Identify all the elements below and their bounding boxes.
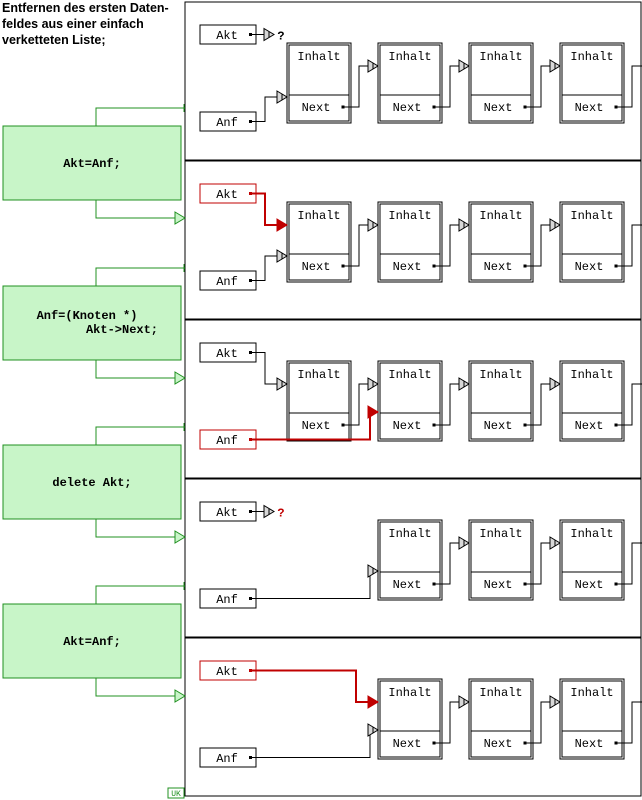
uk-badge-label: UK [171, 790, 181, 799]
flow-connector-out [95, 200, 178, 219]
next-label: Next [302, 419, 331, 433]
code-line: Anf=(Knoten *) [37, 309, 138, 323]
next-link [616, 542, 642, 585]
code-step-box [2, 125, 182, 201]
flow-arrow-head [174, 530, 186, 544]
anf-box-label: Anf [216, 275, 238, 289]
inhalt-label: Inhalt [570, 368, 613, 382]
inhalt-label: Inhalt [570, 209, 613, 223]
code-step-box [2, 285, 182, 361]
code-step-box [2, 444, 182, 520]
next-label: Next [393, 737, 422, 751]
next-label: Next [302, 101, 331, 115]
anf-box-label: Anf [216, 593, 238, 607]
flow-arrow-head [174, 689, 186, 703]
akt-box-label: Akt [216, 29, 238, 43]
code-line: Akt->Next; [86, 323, 158, 337]
next-label: Next [575, 419, 604, 433]
undefined-marker: ? [277, 30, 284, 44]
flow-connector-in [95, 107, 185, 126]
undefined-marker: ? [277, 507, 284, 521]
flow-connector-in [95, 585, 185, 604]
next-label: Next [393, 260, 422, 274]
inhalt-label: Inhalt [388, 527, 431, 541]
code-line: delete Akt; [52, 476, 131, 490]
page-title: Entfernen des ersten Daten-feldes aus ei… [2, 1, 169, 47]
next-label: Next [393, 419, 422, 433]
next-link [616, 701, 642, 744]
akt-pointer [252, 192, 287, 226]
next-label: Next [484, 737, 513, 751]
inhalt-label: Inhalt [570, 527, 613, 541]
flow-connector-in [95, 267, 185, 286]
inhalt-label: Inhalt [570, 50, 613, 64]
next-label: Next [484, 419, 513, 433]
next-label: Next [484, 101, 513, 115]
inhalt-label: Inhalt [297, 368, 340, 382]
inhalt-label: Inhalt [388, 686, 431, 700]
inhalt-label: Inhalt [479, 209, 522, 223]
akt-box-label: Akt [216, 188, 238, 202]
next-link [616, 224, 642, 267]
akt-arrow-head [276, 218, 288, 232]
next-label: Next [575, 260, 604, 274]
akt-box-label: Akt [216, 665, 238, 679]
inhalt-label: Inhalt [479, 686, 522, 700]
anf-arrow-head [367, 405, 379, 419]
inhalt-label: Inhalt [570, 686, 613, 700]
next-label: Next [484, 260, 513, 274]
akt-arrow-head [367, 695, 379, 709]
code-step-box [2, 603, 182, 679]
next-label: Next [302, 260, 331, 274]
next-label: Next [575, 737, 604, 751]
flow-connector-out [95, 360, 178, 379]
uk-badge [167, 787, 185, 799]
next-link [616, 65, 642, 108]
akt-pointer [252, 669, 378, 703]
flow-arrow-head [174, 371, 186, 385]
code-line: Akt=Anf; [63, 635, 121, 649]
next-label: Next [393, 578, 422, 592]
anf-pointer [252, 96, 287, 122]
code-line: Akt=Anf; [63, 157, 121, 171]
inhalt-label: Inhalt [297, 209, 340, 223]
flow-connector-in [95, 426, 185, 445]
flow-arrow-head [174, 211, 186, 225]
flow-connector-out [95, 678, 178, 697]
anf-box-label: Anf [216, 752, 238, 766]
inhalt-label: Inhalt [388, 209, 431, 223]
flow-connector-out [95, 519, 178, 538]
next-label: Next [393, 101, 422, 115]
inhalt-label: Inhalt [479, 50, 522, 64]
akt-box-label: Akt [216, 347, 238, 361]
next-label: Next [575, 578, 604, 592]
inhalt-label: Inhalt [479, 368, 522, 382]
akt-pointer [252, 352, 287, 385]
next-label: Next [484, 578, 513, 592]
anf-box-label: Anf [216, 434, 238, 448]
akt-box-label: Akt [216, 506, 238, 520]
next-link [616, 383, 642, 426]
inhalt-label: Inhalt [479, 527, 522, 541]
inhalt-label: Inhalt [297, 50, 340, 64]
inhalt-label: Inhalt [388, 50, 431, 64]
anf-pointer [252, 255, 287, 281]
next-label: Next [575, 101, 604, 115]
anf-box-label: Anf [216, 116, 238, 130]
inhalt-label: Inhalt [388, 368, 431, 382]
